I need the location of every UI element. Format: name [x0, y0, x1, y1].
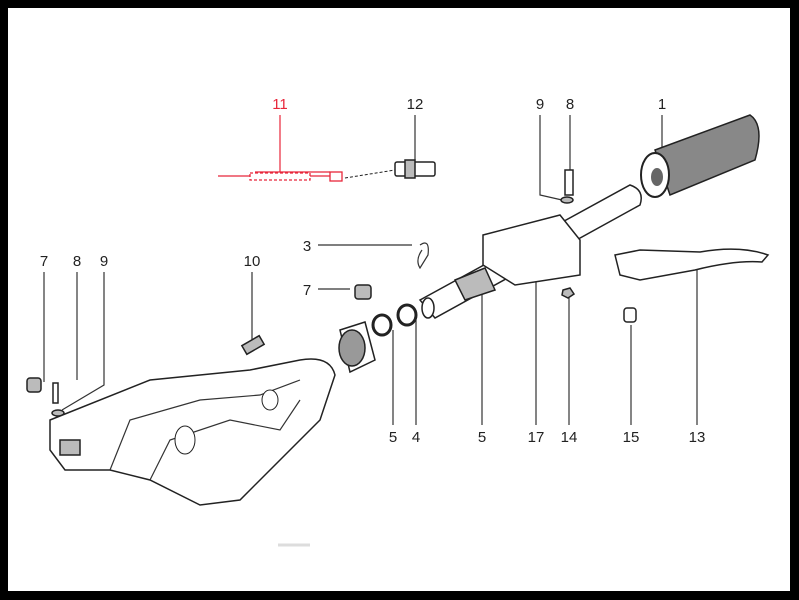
callout-8[interactable]: 8 [566, 96, 574, 113]
callout-13[interactable]: 13 [689, 429, 706, 446]
part-12-switch [344, 159, 436, 179]
callout-9[interactable]: 9 [536, 96, 544, 113]
part-8-screw-left [52, 382, 59, 404]
part-11-cable [218, 171, 343, 182]
callout-14[interactable]: 14 [561, 429, 578, 446]
callout-17[interactable]: 17 [528, 429, 545, 446]
callout-5[interactable]: 5 [389, 429, 397, 446]
part-main-housing [49, 358, 336, 506]
part-handlebar [418, 184, 642, 319]
part-4-ring [396, 303, 418, 327]
part-3-clip [417, 242, 429, 270]
callouts: 11 12 9 8 1 7 8 9 10 3 7 5 4 5 17 14 15 … [40, 96, 706, 446]
leader-lines [43, 115, 698, 425]
callout-3[interactable]: 3 [303, 238, 311, 255]
callout-1[interactable]: 1 [658, 96, 666, 113]
part-7-plug-left [26, 377, 42, 393]
part-1-grip [640, 114, 760, 198]
callout-9[interactable]: 9 [100, 253, 108, 270]
part-5-ring [371, 313, 393, 337]
callout-7[interactable]: 7 [40, 253, 48, 270]
callout-5[interactable]: 5 [478, 429, 486, 446]
callout-15[interactable]: 15 [623, 429, 640, 446]
callout-7[interactable]: 7 [303, 282, 311, 299]
callout-11[interactable]: 11 [272, 96, 288, 113]
callout-8[interactable]: 8 [73, 253, 81, 270]
part-10-pin [240, 334, 266, 356]
part-7-plug [354, 284, 372, 300]
parts-diagram: 11 12 9 8 1 7 8 9 10 3 7 5 4 5 17 14 15 … [8, 8, 790, 591]
part-15-bushing [623, 307, 637, 323]
part-14-nut [561, 287, 576, 299]
part-8-screw-top [560, 169, 574, 204]
part-13-lever [614, 248, 770, 281]
callout-4[interactable]: 4 [412, 429, 420, 446]
callout-10[interactable]: 10 [244, 253, 261, 270]
part-switch-housing [338, 321, 376, 374]
exploded-view-svg: 11 12 9 8 1 7 8 9 10 3 7 5 4 5 17 14 15 … [26, 96, 770, 547]
callout-12[interactable]: 12 [407, 96, 424, 113]
